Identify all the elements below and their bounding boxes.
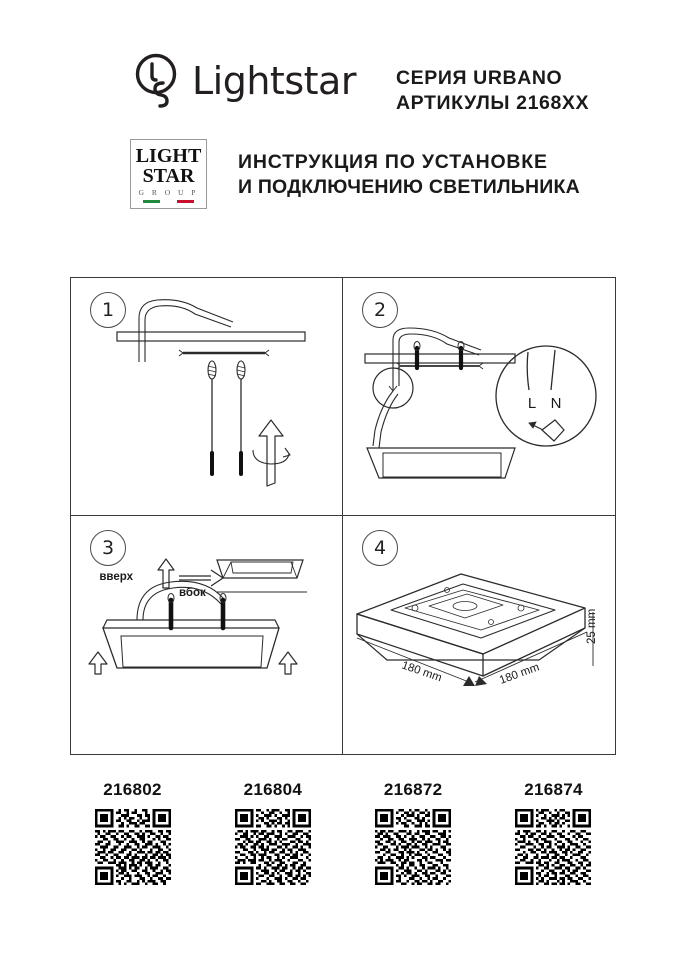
italian-flag-bar: [142, 199, 195, 203]
lightbulb-ls-monogram-icon: [130, 52, 184, 110]
product-code: 216802: [103, 780, 162, 799]
product-item[interactable]: 216872: [351, 780, 476, 905]
step-number-3: 3: [90, 530, 126, 566]
terminal-label-N: N: [551, 395, 562, 412]
product-code: 216874: [524, 780, 583, 799]
lightstar-group-badge: LIGHT STAR G R O U P: [130, 139, 207, 209]
qr-code-image[interactable]: [515, 809, 592, 885]
terminal-label-L: L: [528, 395, 536, 412]
qr-code-image[interactable]: [234, 809, 311, 885]
series-name: СЕРИЯ URBANO: [396, 67, 563, 89]
instruction-panel-2: 2: [343, 278, 615, 516]
series-info: СЕРИЯ URBANO АРТИКУЛЫ 2168XX: [396, 66, 589, 116]
article-range: АРТИКУЛЫ 2168XX: [396, 91, 590, 114]
instruction-panel-1: 1: [71, 278, 343, 516]
product-item[interactable]: 216874: [491, 780, 616, 905]
product-item[interactable]: 216802: [70, 780, 195, 905]
document-title: ИНСТРУКЦИЯ ПО УСТАНОВКЕ И ПОДКЛЮЧЕНИЮ СВ…: [238, 150, 580, 201]
step-number-2: 2: [362, 292, 398, 328]
step-2-illustration: L N: [343, 278, 615, 515]
title-line-1: ИНСТРУКЦИЯ ПО УСТАНОВКЕ: [238, 151, 548, 173]
product-qr-row: 216802 216804: [70, 780, 616, 905]
label-side: вбок: [179, 587, 206, 599]
document-header: Lightstar СЕРИЯ URBANO АРТИКУЛЫ 2168XX L…: [0, 0, 686, 230]
step-3-illustration: вверх вбок: [71, 516, 342, 754]
step-number-4: 4: [362, 530, 398, 566]
label-up: вверх: [99, 571, 133, 583]
product-item[interactable]: 216804: [210, 780, 335, 905]
step-number-1: 1: [90, 292, 126, 328]
step-4-illustration: 180 mm 180 mm 25 mm: [343, 516, 615, 754]
instruction-panel-3: 3 вверх вбок: [71, 516, 343, 754]
title-line-2: И ПОДКЛЮЧЕНИЮ СВЕТИЛЬНИКА: [238, 176, 580, 199]
qr-code-image[interactable]: [94, 809, 171, 885]
badge-line-star: STAR: [142, 164, 195, 187]
qr-code-image[interactable]: [375, 809, 452, 885]
step-1-illustration: [71, 278, 342, 515]
badge-line-group: G R O U P: [138, 187, 199, 197]
instruction-panel-grid: 1: [70, 277, 616, 755]
brand-name: Lightstar: [192, 59, 356, 103]
product-code: 216872: [383, 780, 443, 799]
product-code: 216804: [243, 780, 303, 799]
badge-line-light: LIGHT: [135, 145, 202, 168]
dimension-height: 25 mm: [586, 609, 598, 644]
brand-lockup: Lightstar: [130, 52, 356, 110]
dimension-depth: 180 mm: [498, 661, 541, 686]
instruction-panel-4: 4: [343, 516, 615, 754]
